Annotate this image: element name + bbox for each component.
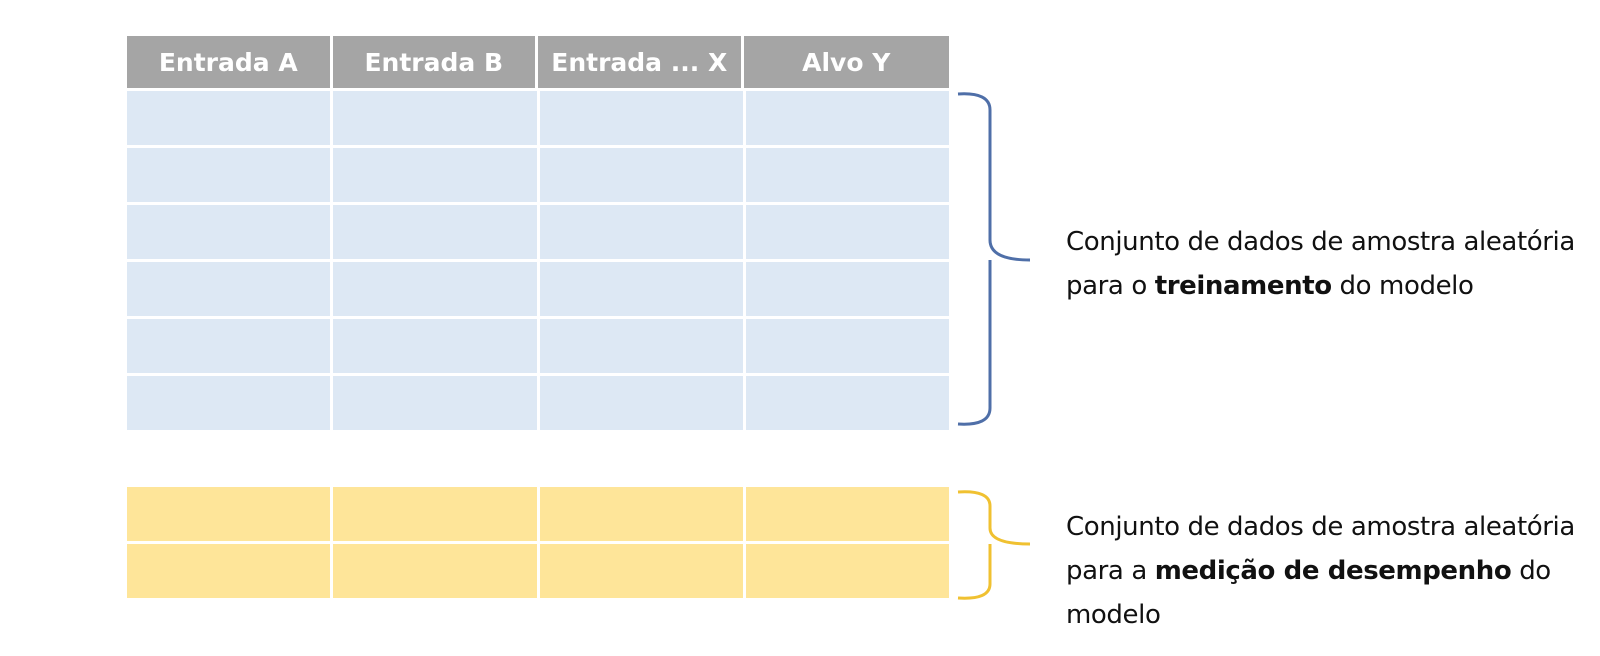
training-data-cell bbox=[539, 91, 743, 145]
training-data-cell bbox=[745, 376, 949, 430]
training-data-cell bbox=[127, 319, 331, 373]
test-caption-line1: Conjunto de dados de amostra aleatória bbox=[1066, 512, 1575, 542]
training-data-cell bbox=[333, 376, 537, 430]
training-data-cell bbox=[127, 91, 331, 145]
training-data-cell bbox=[745, 205, 949, 259]
training-data-cell bbox=[127, 376, 331, 430]
training-caption: Conjunto de dados de amostra aleatória p… bbox=[1066, 220, 1575, 308]
test-data-cell bbox=[745, 544, 949, 598]
training-data-cell bbox=[333, 319, 537, 373]
training-caption-bold: treinamento bbox=[1154, 271, 1332, 301]
training-data-cell bbox=[539, 205, 743, 259]
training-brace bbox=[957, 92, 1030, 426]
training-data-cell bbox=[745, 91, 949, 145]
test-data-cell bbox=[127, 487, 331, 541]
training-data-cell bbox=[333, 91, 537, 145]
training-data-cell bbox=[333, 262, 537, 316]
test-caption-bold: medição de desempenho bbox=[1154, 556, 1512, 586]
training-data-cell bbox=[745, 148, 949, 202]
test-caption-suffix: do bbox=[1511, 556, 1551, 586]
training-caption-line2: para o treinamento do modelo bbox=[1066, 264, 1575, 308]
test-data-cell bbox=[539, 544, 743, 598]
header-entrada-b: Entrada B bbox=[332, 36, 538, 88]
test-caption-line3: modelo bbox=[1066, 600, 1161, 630]
training-data-cell bbox=[539, 262, 743, 316]
test-data-cell bbox=[745, 487, 949, 541]
training-caption-line1: Conjunto de dados de amostra aleatória bbox=[1066, 227, 1575, 257]
training-caption-prefix: para o bbox=[1066, 271, 1155, 301]
test-data-cell bbox=[333, 487, 537, 541]
training-data-cell bbox=[539, 376, 743, 430]
test-data-grid bbox=[127, 487, 949, 598]
training-data-cell bbox=[127, 262, 331, 316]
training-data-cell bbox=[333, 148, 537, 202]
training-data-cell bbox=[745, 262, 949, 316]
test-caption-line2: para a medição de desempenho do bbox=[1066, 549, 1575, 593]
test-data-cell bbox=[333, 544, 537, 598]
header-entrada-x: Entrada ... X bbox=[538, 36, 744, 88]
header-alvo-y: Alvo Y bbox=[743, 36, 949, 88]
training-data-cell bbox=[745, 319, 949, 373]
training-data-cell bbox=[539, 148, 743, 202]
header-entrada-a: Entrada A bbox=[127, 36, 333, 88]
training-data-cell bbox=[127, 148, 331, 202]
training-data-cell bbox=[127, 205, 331, 259]
test-caption: Conjunto de dados de amostra aleatória p… bbox=[1066, 505, 1575, 637]
training-data-grid bbox=[127, 91, 949, 430]
test-caption-prefix: para a bbox=[1066, 556, 1155, 586]
test-brace bbox=[957, 490, 1030, 600]
training-data-cell bbox=[333, 205, 537, 259]
training-caption-suffix: do modelo bbox=[1331, 271, 1474, 301]
test-data-cell bbox=[539, 487, 743, 541]
training-data-cell bbox=[539, 319, 743, 373]
table-header: Entrada A Entrada B Entrada ... X Alvo Y bbox=[127, 36, 949, 88]
test-data-cell bbox=[127, 544, 331, 598]
